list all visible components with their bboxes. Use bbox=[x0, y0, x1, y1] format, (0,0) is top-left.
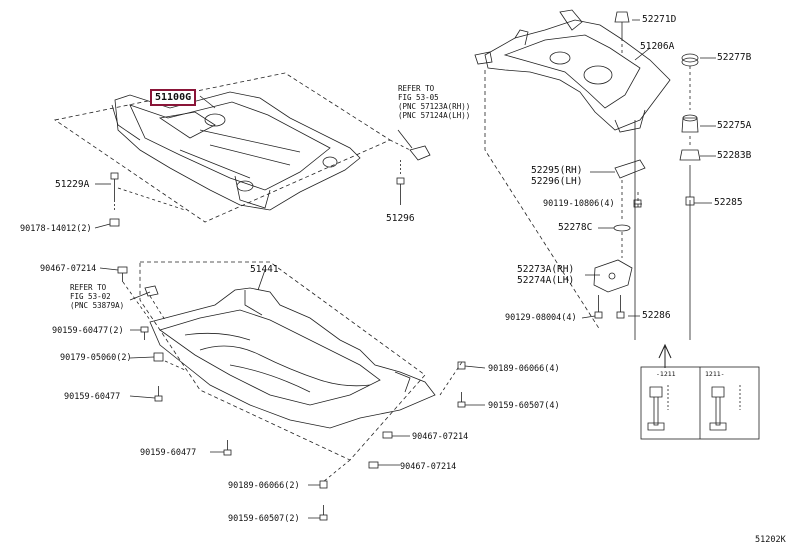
inset-bolt-left bbox=[647, 385, 669, 431]
label-90129-08004[interactable]: 90129-08004(4) bbox=[505, 313, 577, 323]
note-refer-53-02: REFER TO FIG 53-02 (PNC 53879A) bbox=[70, 283, 125, 310]
label-90119-10806[interactable]: 90119-10806(4) bbox=[543, 199, 615, 209]
engine-under-cover-drawing bbox=[149, 287, 436, 429]
label-90159-60477-2[interactable]: 90159-60477(2) bbox=[52, 326, 124, 336]
bushing-52275a bbox=[681, 114, 699, 133]
bolt-90119 bbox=[633, 199, 642, 208]
washer-52278c bbox=[613, 224, 631, 232]
label-52273a-rh[interactable]: 52273A(RH) bbox=[517, 264, 575, 275]
diagram-code: 51202K bbox=[755, 535, 786, 545]
bracket-52273a bbox=[593, 259, 633, 293]
label-90467-07214-a[interactable]: 90467-07214 bbox=[40, 264, 97, 274]
label-90159-60477-b[interactable]: 90159-60477 bbox=[64, 392, 121, 402]
nut-90179 bbox=[153, 352, 164, 362]
label-90159-60507-4[interactable]: 90159-60507(4) bbox=[488, 401, 560, 411]
inset-label-left: -1211 bbox=[656, 370, 676, 378]
label-90178-14012[interactable]: 90178-14012(2) bbox=[20, 224, 92, 234]
label-52275a[interactable]: 52275A bbox=[717, 120, 752, 131]
front-subframe-dashed-outline bbox=[53, 72, 391, 223]
label-90159-60507-2[interactable]: 90159-60507(2) bbox=[228, 514, 300, 524]
bolt-51296 bbox=[396, 145, 431, 205]
bolt-90159-a bbox=[140, 326, 149, 340]
stopper-52277b bbox=[681, 53, 699, 67]
label-52296-lh[interactable]: 52296(LH) bbox=[531, 176, 583, 187]
label-51206a[interactable]: 51206A bbox=[640, 41, 675, 52]
inset-label-right: 1211- bbox=[705, 370, 725, 378]
label-52278c[interactable]: 52278C bbox=[558, 222, 593, 233]
label-90189-06066-4[interactable]: 90189-06066(4) bbox=[488, 364, 560, 374]
label-90159-60477-c[interactable]: 90159-60477 bbox=[140, 448, 197, 458]
bolt-90159-d bbox=[457, 392, 466, 408]
bracket-52295 bbox=[614, 159, 646, 179]
bolt-90159-e bbox=[319, 505, 328, 521]
front-subframe-drawing bbox=[111, 91, 361, 211]
label-51441[interactable]: 51441 bbox=[250, 264, 279, 275]
bolt-52285 bbox=[685, 165, 695, 206]
clip-90467-c bbox=[368, 461, 379, 469]
label-52285[interactable]: 52285 bbox=[714, 197, 743, 208]
label-90467-07214-c[interactable]: 90467-07214 bbox=[400, 462, 457, 472]
label-51296[interactable]: 51296 bbox=[386, 213, 415, 224]
label-51229a[interactable]: 51229A bbox=[55, 179, 90, 190]
label-52271d[interactable]: 52271D bbox=[642, 14, 677, 25]
label-52277b[interactable]: 52277B bbox=[717, 52, 752, 63]
note-refer-53-05: REFER TO FIG 53-05 (PNC 57123A(RH)) (PNC… bbox=[398, 84, 471, 120]
bolt-52286 bbox=[616, 295, 625, 319]
label-51100g[interactable]: 51100G bbox=[150, 89, 197, 106]
clip-90189-a bbox=[457, 361, 466, 370]
clip-90467-b bbox=[382, 431, 393, 439]
label-90189-06066-2[interactable]: 90189-06066(2) bbox=[228, 481, 300, 491]
stopper-52283b bbox=[679, 149, 701, 161]
bolt-90159-c bbox=[223, 440, 232, 456]
under-cover-dashed-outline bbox=[139, 261, 426, 461]
clip-90467-top bbox=[117, 266, 128, 282]
label-52286[interactable]: 52286 bbox=[642, 310, 671, 321]
label-52295-rh[interactable]: 52295(RH) bbox=[531, 165, 583, 176]
arrow-icon bbox=[658, 343, 672, 368]
label-52274a-lh[interactable]: 52274A(LH) bbox=[517, 275, 575, 286]
bolt-90159-b bbox=[154, 386, 163, 402]
bolt-90129 bbox=[594, 295, 603, 319]
bolt-51229a bbox=[109, 172, 120, 227]
clip-90189-b bbox=[319, 480, 328, 489]
label-52283b[interactable]: 52283B bbox=[717, 150, 752, 161]
inset-bolt-right bbox=[709, 385, 741, 431]
label-90179-05060[interactable]: 90179-05060(2) bbox=[60, 353, 132, 363]
bracket-clip bbox=[144, 285, 159, 297]
rear-subframe-drawing bbox=[474, 9, 671, 133]
bushing-52271d bbox=[614, 11, 630, 38]
label-90467-07214-b[interactable]: 90467-07214 bbox=[412, 432, 469, 442]
